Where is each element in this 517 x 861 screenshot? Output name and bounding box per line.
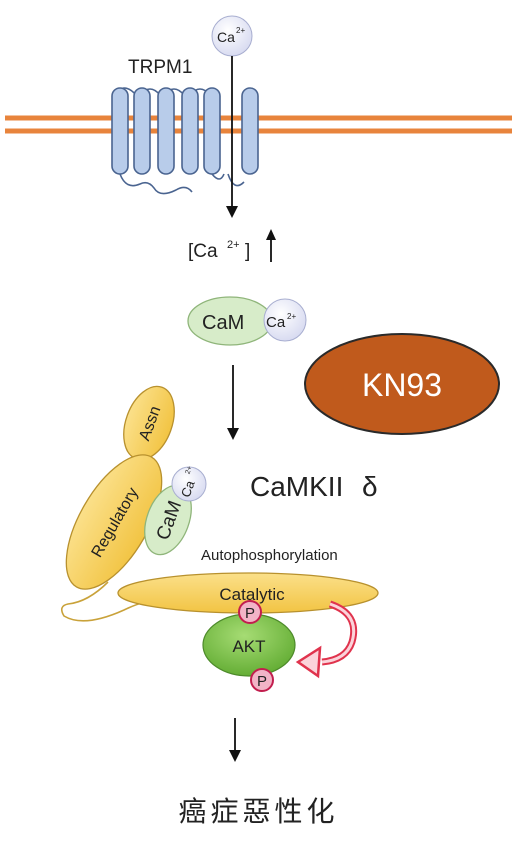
influx-arrowhead	[226, 206, 238, 218]
phospho-bottom-label: P	[257, 673, 267, 690]
calmodulin-ion-charge: 2+	[287, 312, 296, 321]
calcium-ion-top: Ca 2+	[211, 15, 253, 57]
kn93-inhibitor: KN93	[304, 333, 500, 435]
trpm1-channel	[111, 87, 259, 195]
kn93-label: KN93	[362, 367, 442, 403]
camkii-label: CaMKII δ	[250, 471, 378, 502]
phospho-group-top: P	[238, 600, 262, 624]
calmodulin-complex: CaM Ca 2+	[187, 296, 307, 346]
outcome-arrowhead	[229, 750, 241, 762]
akt-label: AKT	[232, 637, 265, 656]
trpm1-label: TRPM1	[128, 57, 192, 78]
calcium-concentration: [Ca 2+ ]	[188, 229, 276, 262]
akt-protein: AKT	[202, 613, 296, 677]
concentration-suffix: ]	[245, 241, 250, 262]
autophosphorylation-label: Autophosphorylation	[201, 547, 338, 564]
camkii-calcium-ion: Ca 2+	[171, 465, 207, 502]
phospho-group-bottom: P	[250, 668, 274, 692]
calcium-ion-top-label: Ca	[217, 29, 235, 45]
phosphorylation-feedback-arrow	[295, 600, 358, 679]
camkii-ion-label: Ca	[178, 478, 198, 499]
calcium-ion-top-charge: 2+	[236, 26, 245, 35]
outcome-label: 癌症惡性化	[178, 795, 339, 828]
camkii-ion-charge: 2+	[185, 465, 194, 475]
regulatory-domain: Regulatory	[65, 454, 163, 590]
assn-domain: Assn	[123, 385, 175, 461]
calmodulin-ion-label: Ca	[266, 314, 286, 331]
camkii-label-prefix: CaMKII	[250, 471, 343, 502]
phospho-top-label: P	[245, 605, 255, 622]
linker-domain	[60, 581, 175, 622]
camkii-label-suffix: δ	[362, 471, 378, 502]
calmodulin-label: CaM	[202, 312, 244, 334]
increase-arrowhead	[266, 229, 276, 240]
camkii-calmodulin: CaM	[144, 484, 192, 556]
activation-arrowhead	[227, 428, 239, 440]
concentration-charge: 2+	[227, 239, 240, 251]
catalytic-domain: Catalytic	[117, 572, 379, 614]
catalytic-label: Catalytic	[219, 585, 285, 604]
concentration-prefix: [Ca	[188, 241, 218, 262]
